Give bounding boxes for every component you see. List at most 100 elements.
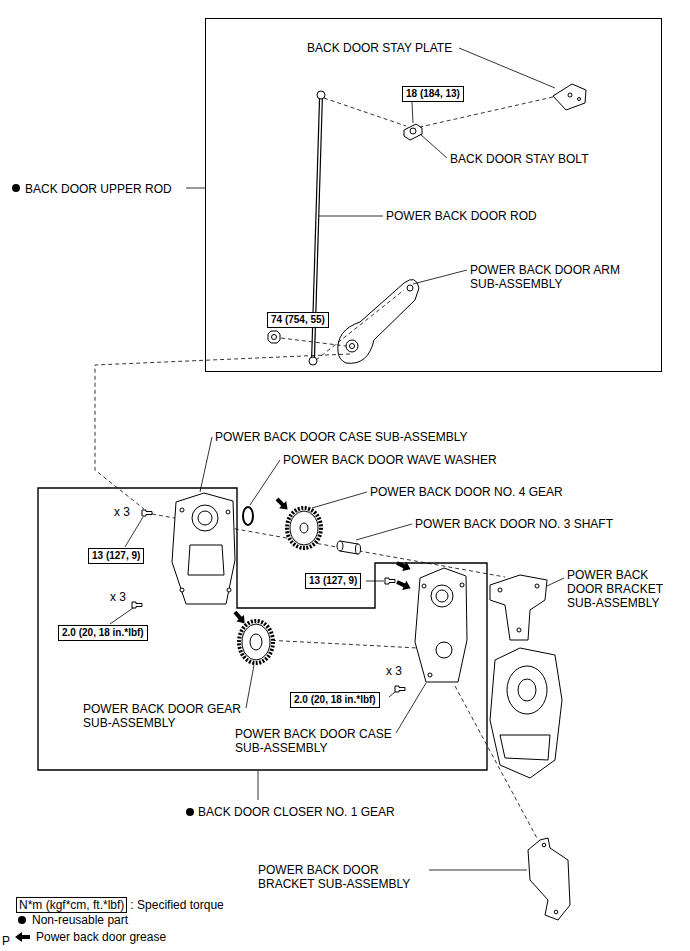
case-housing	[436, 590, 448, 602]
leader-line	[110, 48, 564, 870]
leader-line	[110, 608, 133, 624]
case-housing	[226, 510, 230, 514]
stay-plate	[553, 84, 586, 110]
gear	[300, 523, 308, 533]
nut	[272, 335, 277, 340]
leader-line	[429, 870, 527, 871]
case-housing	[227, 588, 231, 592]
shaft	[337, 541, 361, 554]
legend-text: Power back door grease	[36, 930, 166, 944]
bracket	[554, 910, 558, 914]
leader-line	[250, 460, 280, 505]
nut	[268, 331, 280, 343]
leader-line	[258, 771, 259, 800]
bolt	[132, 602, 142, 608]
leader-line	[420, 134, 447, 158]
grease-arrow	[15, 932, 30, 942]
arm	[407, 285, 413, 291]
bracket	[490, 575, 547, 640]
legend-text: Non-reusable part	[32, 913, 128, 927]
part-name: POWER BACK DOOR CASE SUB-ASSEMBLY	[215, 430, 468, 444]
case-housing	[436, 642, 452, 658]
case-housing	[428, 673, 432, 677]
quantity-note: P	[2, 934, 10, 948]
arm	[338, 279, 419, 363]
part-name: POWER BACK DOOR BRACKET SUB-ASSEMBLY	[567, 568, 675, 610]
leader-line	[356, 524, 412, 540]
case-housing	[188, 545, 224, 575]
bracket	[490, 575, 547, 640]
bracket	[528, 838, 570, 920]
leader-line	[186, 188, 205, 189]
bracket	[528, 838, 570, 920]
motor	[490, 648, 562, 778]
bracket	[498, 588, 502, 592]
gear	[287, 508, 321, 548]
non-reusable-dot	[12, 184, 194, 924]
gear	[290, 511, 318, 545]
nut	[268, 331, 280, 343]
dashed-line	[316, 290, 404, 360]
torque-value: 13 (127, 9)	[309, 575, 357, 587]
group-box: BACK DOOR UPPER ROD18 (184, 13)74 (754, …	[205, 18, 662, 372]
case-housing	[192, 505, 218, 531]
quantity-note: x 3	[110, 590, 126, 604]
non-reusable-dot	[18, 916, 26, 924]
leader-line	[413, 270, 467, 284]
torque-value: 2.0 (20, 18 in.*lbf)	[294, 694, 376, 706]
legend-text: : Specified torque	[130, 898, 223, 912]
torque-box: 18 (184, 13)	[402, 86, 464, 102]
part-name: BACK DOOR STAY BOLT	[450, 152, 588, 166]
grease-arrow	[273, 495, 291, 513]
dashed-line	[324, 98, 406, 126]
torque-value: 2.0 (20, 18 in.*lbf)	[62, 627, 144, 639]
gear	[250, 634, 262, 650]
bolt	[142, 510, 152, 516]
case-housing	[460, 583, 464, 587]
group-heading: BACK DOOR CLOSER NO. 1 GEAR	[198, 805, 395, 819]
grease-arrow	[231, 609, 248, 627]
torque-box: 13 (127, 9)	[88, 548, 144, 564]
leader-line	[412, 102, 413, 123]
leader-line	[319, 216, 383, 217]
part-name: POWER BACK DOOR ROD	[386, 209, 537, 223]
rod	[309, 357, 317, 365]
bracket	[542, 843, 546, 847]
part-name: POWER BACK DOOR GEAR SUB-ASSEMBLY	[83, 702, 248, 730]
bolt	[385, 578, 395, 584]
arm	[350, 344, 355, 349]
case-housing	[415, 568, 467, 682]
torque-box: 74 (754, 55)	[267, 312, 329, 328]
stay-bolt	[404, 124, 422, 140]
torque-box: 13 (127, 9)	[305, 573, 361, 589]
rod	[317, 91, 325, 99]
leader-line	[312, 492, 367, 508]
part-name: POWER BACK DOOR CASE SUB-ASSEMBLY	[235, 727, 400, 755]
motor	[490, 648, 562, 778]
stay-plate	[568, 93, 572, 97]
bracket	[517, 628, 521, 632]
shaft	[337, 541, 343, 551]
torque-box: 2.0 (20, 18 in.*lbf)	[290, 692, 380, 708]
gear	[242, 624, 270, 660]
stay-bolt	[410, 128, 416, 134]
gear	[287, 508, 321, 548]
torque-value: 74 (754, 55)	[271, 314, 325, 326]
quantity-note: x 3	[114, 505, 130, 519]
case-housing	[431, 585, 453, 607]
part-name: POWER BACK DOOR BRACKET SUB-ASSEMBLY	[258, 863, 428, 891]
case-housing	[172, 493, 235, 604]
case-housing	[422, 584, 426, 588]
stay-plate	[578, 98, 581, 101]
motor	[518, 679, 536, 701]
grease-arrow	[395, 558, 413, 573]
part-name: POWER BACK DOOR WAVE WASHER	[283, 453, 497, 467]
gear	[239, 621, 273, 663]
leader-line	[200, 437, 212, 492]
case-housing	[180, 588, 184, 592]
part-name: POWER BACK DOOR NO. 3 SHAFT	[415, 517, 613, 531]
case-housing	[180, 508, 184, 512]
leader-line	[459, 48, 555, 88]
